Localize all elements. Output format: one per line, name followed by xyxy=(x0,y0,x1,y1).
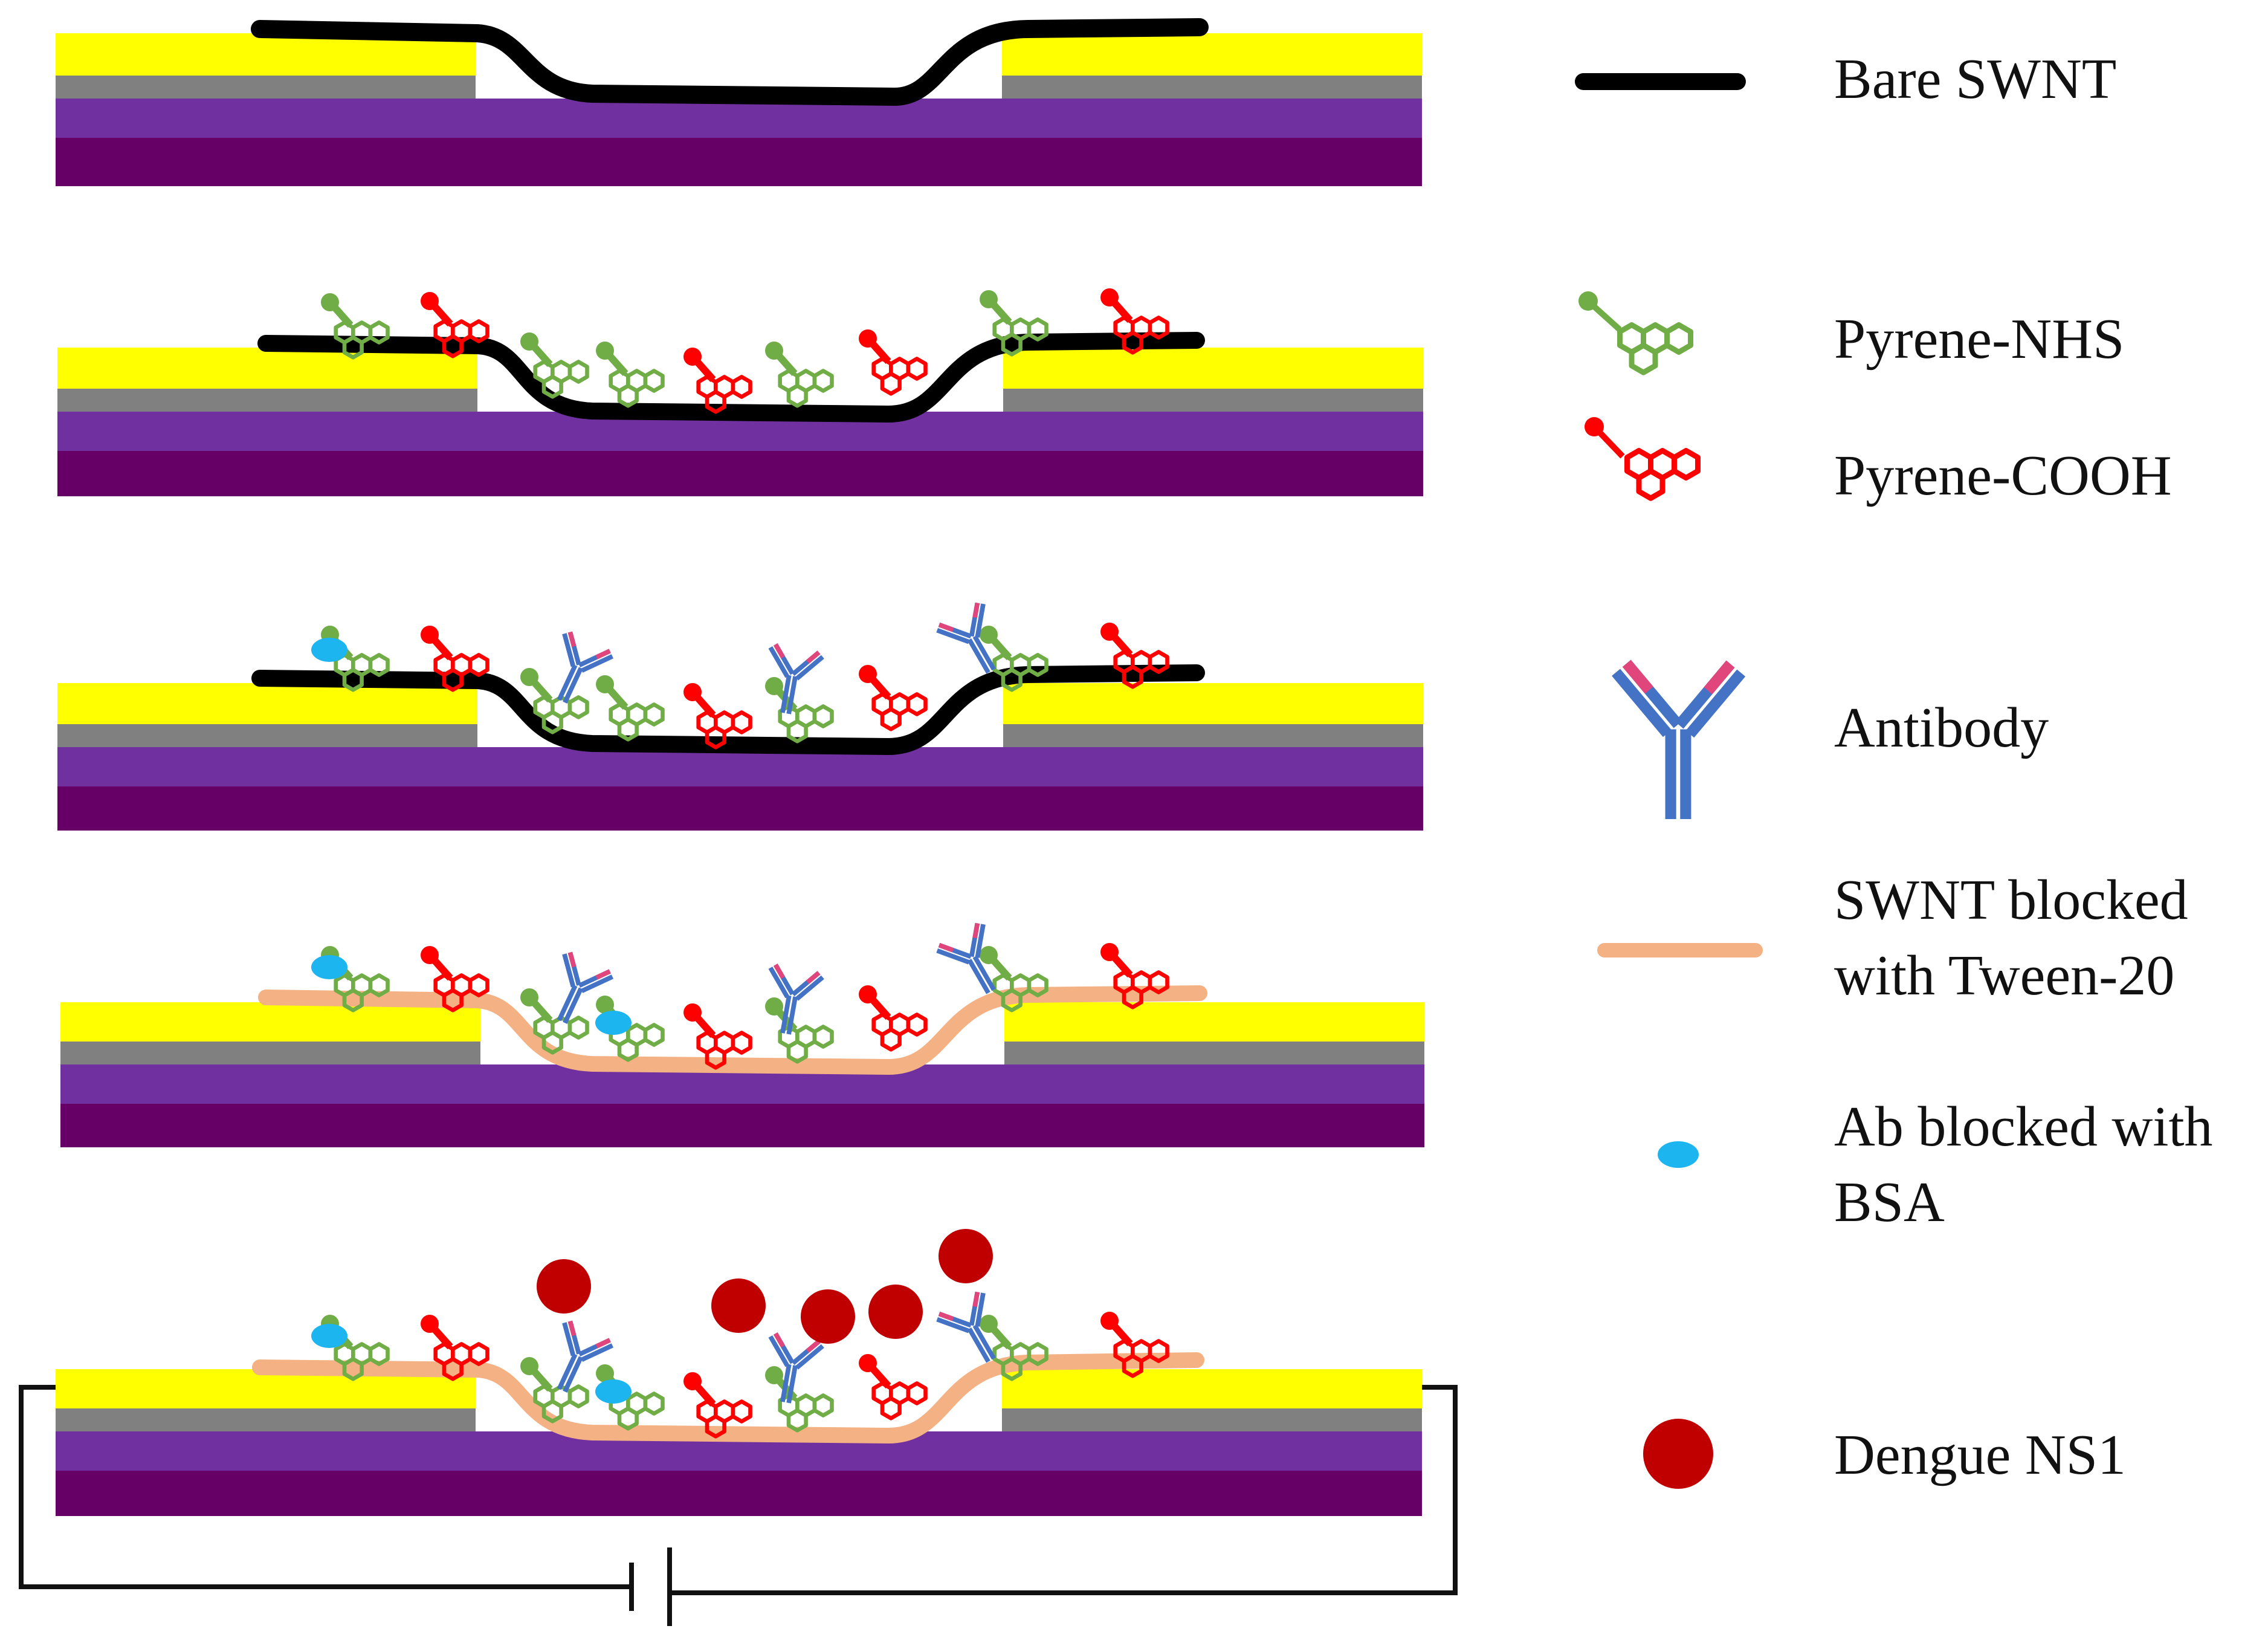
legend-label: BSA xyxy=(1834,1171,1945,1234)
device-substrate xyxy=(57,683,1423,831)
antibody-icon xyxy=(1612,659,1746,819)
stage-3 xyxy=(57,598,1423,831)
bsa-blob xyxy=(595,1379,632,1404)
legend-item-dengue-ns1: Dengue NS1 xyxy=(1643,1419,2126,1489)
swnt-tween xyxy=(252,1352,1204,1444)
swnt-bare xyxy=(257,332,1205,423)
measurement-circuit xyxy=(19,1385,1458,1626)
legend-label: Pyrene-NHS xyxy=(1834,308,2124,371)
legend-label: SWNT blocked xyxy=(1834,869,2188,932)
device-substrate xyxy=(57,348,1423,496)
legend-label: Dengue NS1 xyxy=(1834,1424,2126,1486)
device-substrate xyxy=(60,1002,1424,1147)
legend-item-pyrene-nhs: Pyrene-NHS xyxy=(1578,291,2124,372)
swnt-tween xyxy=(258,985,1207,1075)
legend-item-bsa: Ab blocked with BSA xyxy=(1658,1095,2213,1234)
bsa-blob xyxy=(311,955,347,979)
bsa-blob xyxy=(595,1011,632,1035)
legend-label: Bare SWNT xyxy=(1834,48,2116,111)
legend-item-antibody: Antibody xyxy=(1612,659,2049,819)
legend: Bare SWNT Pyrene-NHS Pyrene-COOH Antibod… xyxy=(1575,48,2213,1489)
stage-1 xyxy=(56,18,1422,186)
legend-item-bare-swnt: Bare SWNT xyxy=(1575,48,2116,111)
legend-label: Pyrene-COOH xyxy=(1834,444,2172,507)
legend-label: Antibody xyxy=(1834,696,2049,759)
stage-2 xyxy=(57,288,1423,496)
swnt-bare xyxy=(251,664,1205,756)
legend-item-swnt-tween: SWNT blocked with Tween-20 xyxy=(1597,869,2188,1007)
stage-4 xyxy=(60,918,1424,1147)
dengue-ns1-group xyxy=(537,1229,993,1344)
swnt-bare xyxy=(251,18,1209,106)
legend-label: with Tween-20 xyxy=(1834,944,2174,1007)
legend-label: Ab blocked with xyxy=(1834,1095,2213,1158)
legend-item-pyrene-cooh: Pyrene-COOH xyxy=(1585,417,2172,507)
bsa-blob xyxy=(311,1324,347,1348)
device-substrate xyxy=(56,1369,1422,1516)
bsa-blob xyxy=(311,638,347,662)
device-substrate xyxy=(56,33,1422,186)
stage-5 xyxy=(19,1229,1458,1626)
antibody-group xyxy=(536,598,1016,719)
